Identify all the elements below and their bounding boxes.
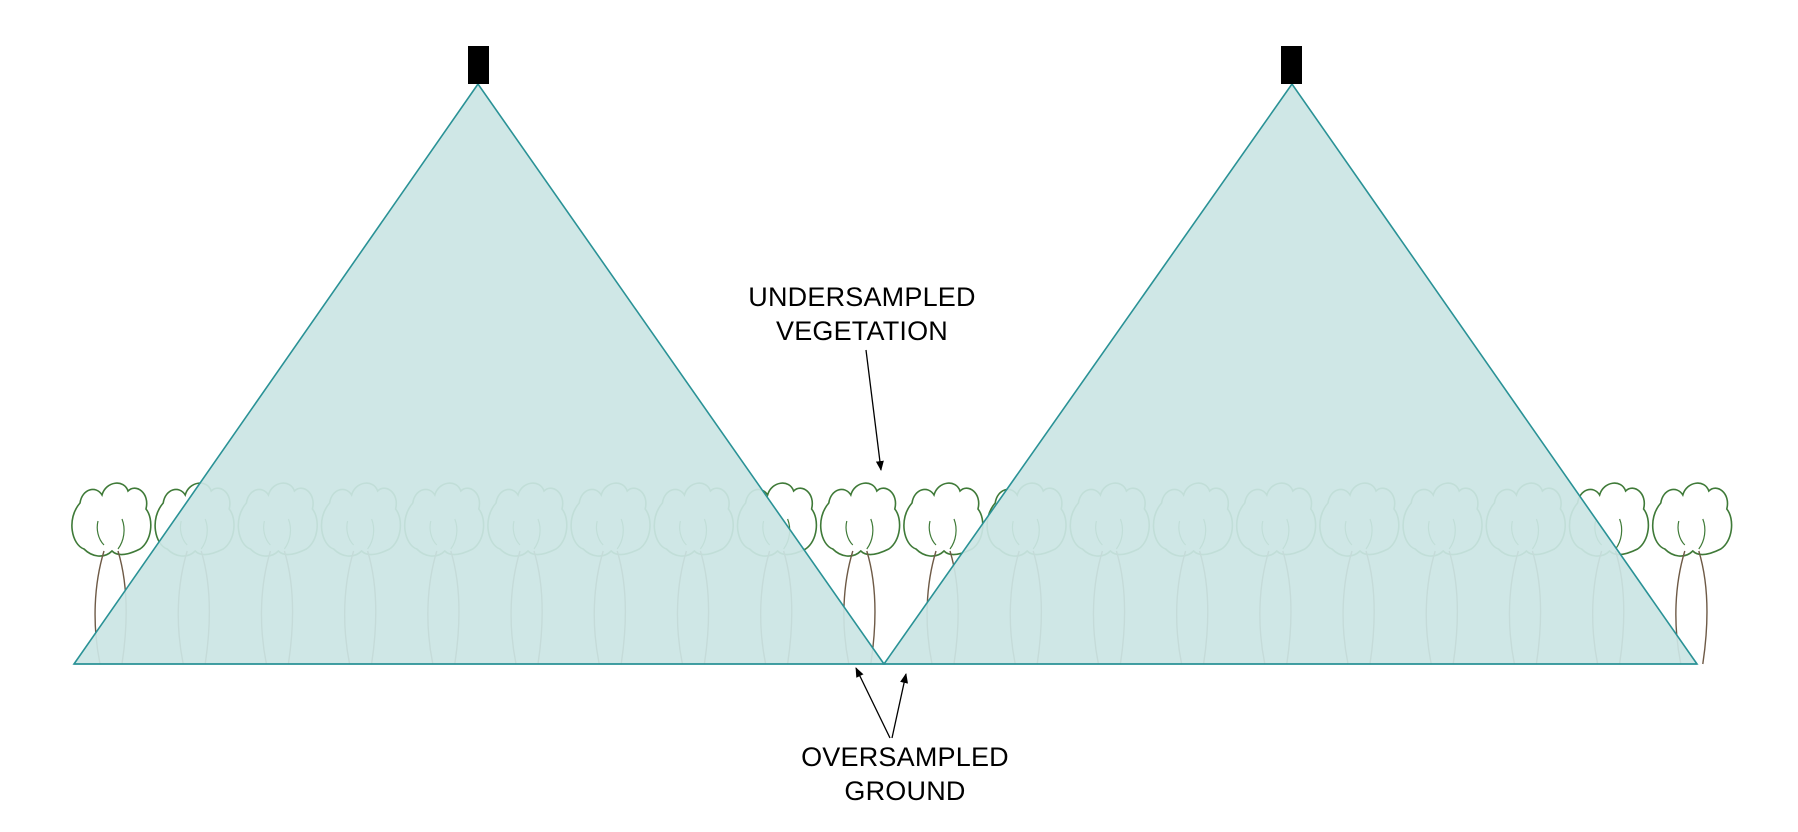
oversampled-ground-label: OVERSAMPLED GROUND [760, 740, 1050, 808]
arrow-oversampled-right [891, 673, 908, 739]
undersampled-vegetation-label: UNDERSAMPLED VEGETATION [717, 280, 1007, 348]
undersampled-label-line2: VEGETATION [775, 316, 948, 346]
sensor-right [1281, 46, 1302, 84]
sensor-left [468, 46, 489, 84]
swath-right [882, 82, 1699, 665]
undersampled-label-line1: UNDERSAMPLED [748, 282, 976, 312]
oversampled-label-line2: GROUND [844, 776, 966, 806]
oversampled-label-line1: OVERSAMPLED [801, 742, 1009, 772]
swath-left [72, 82, 886, 665]
arrow-oversampled-left [855, 667, 891, 739]
arrow-undersampled [865, 349, 884, 471]
